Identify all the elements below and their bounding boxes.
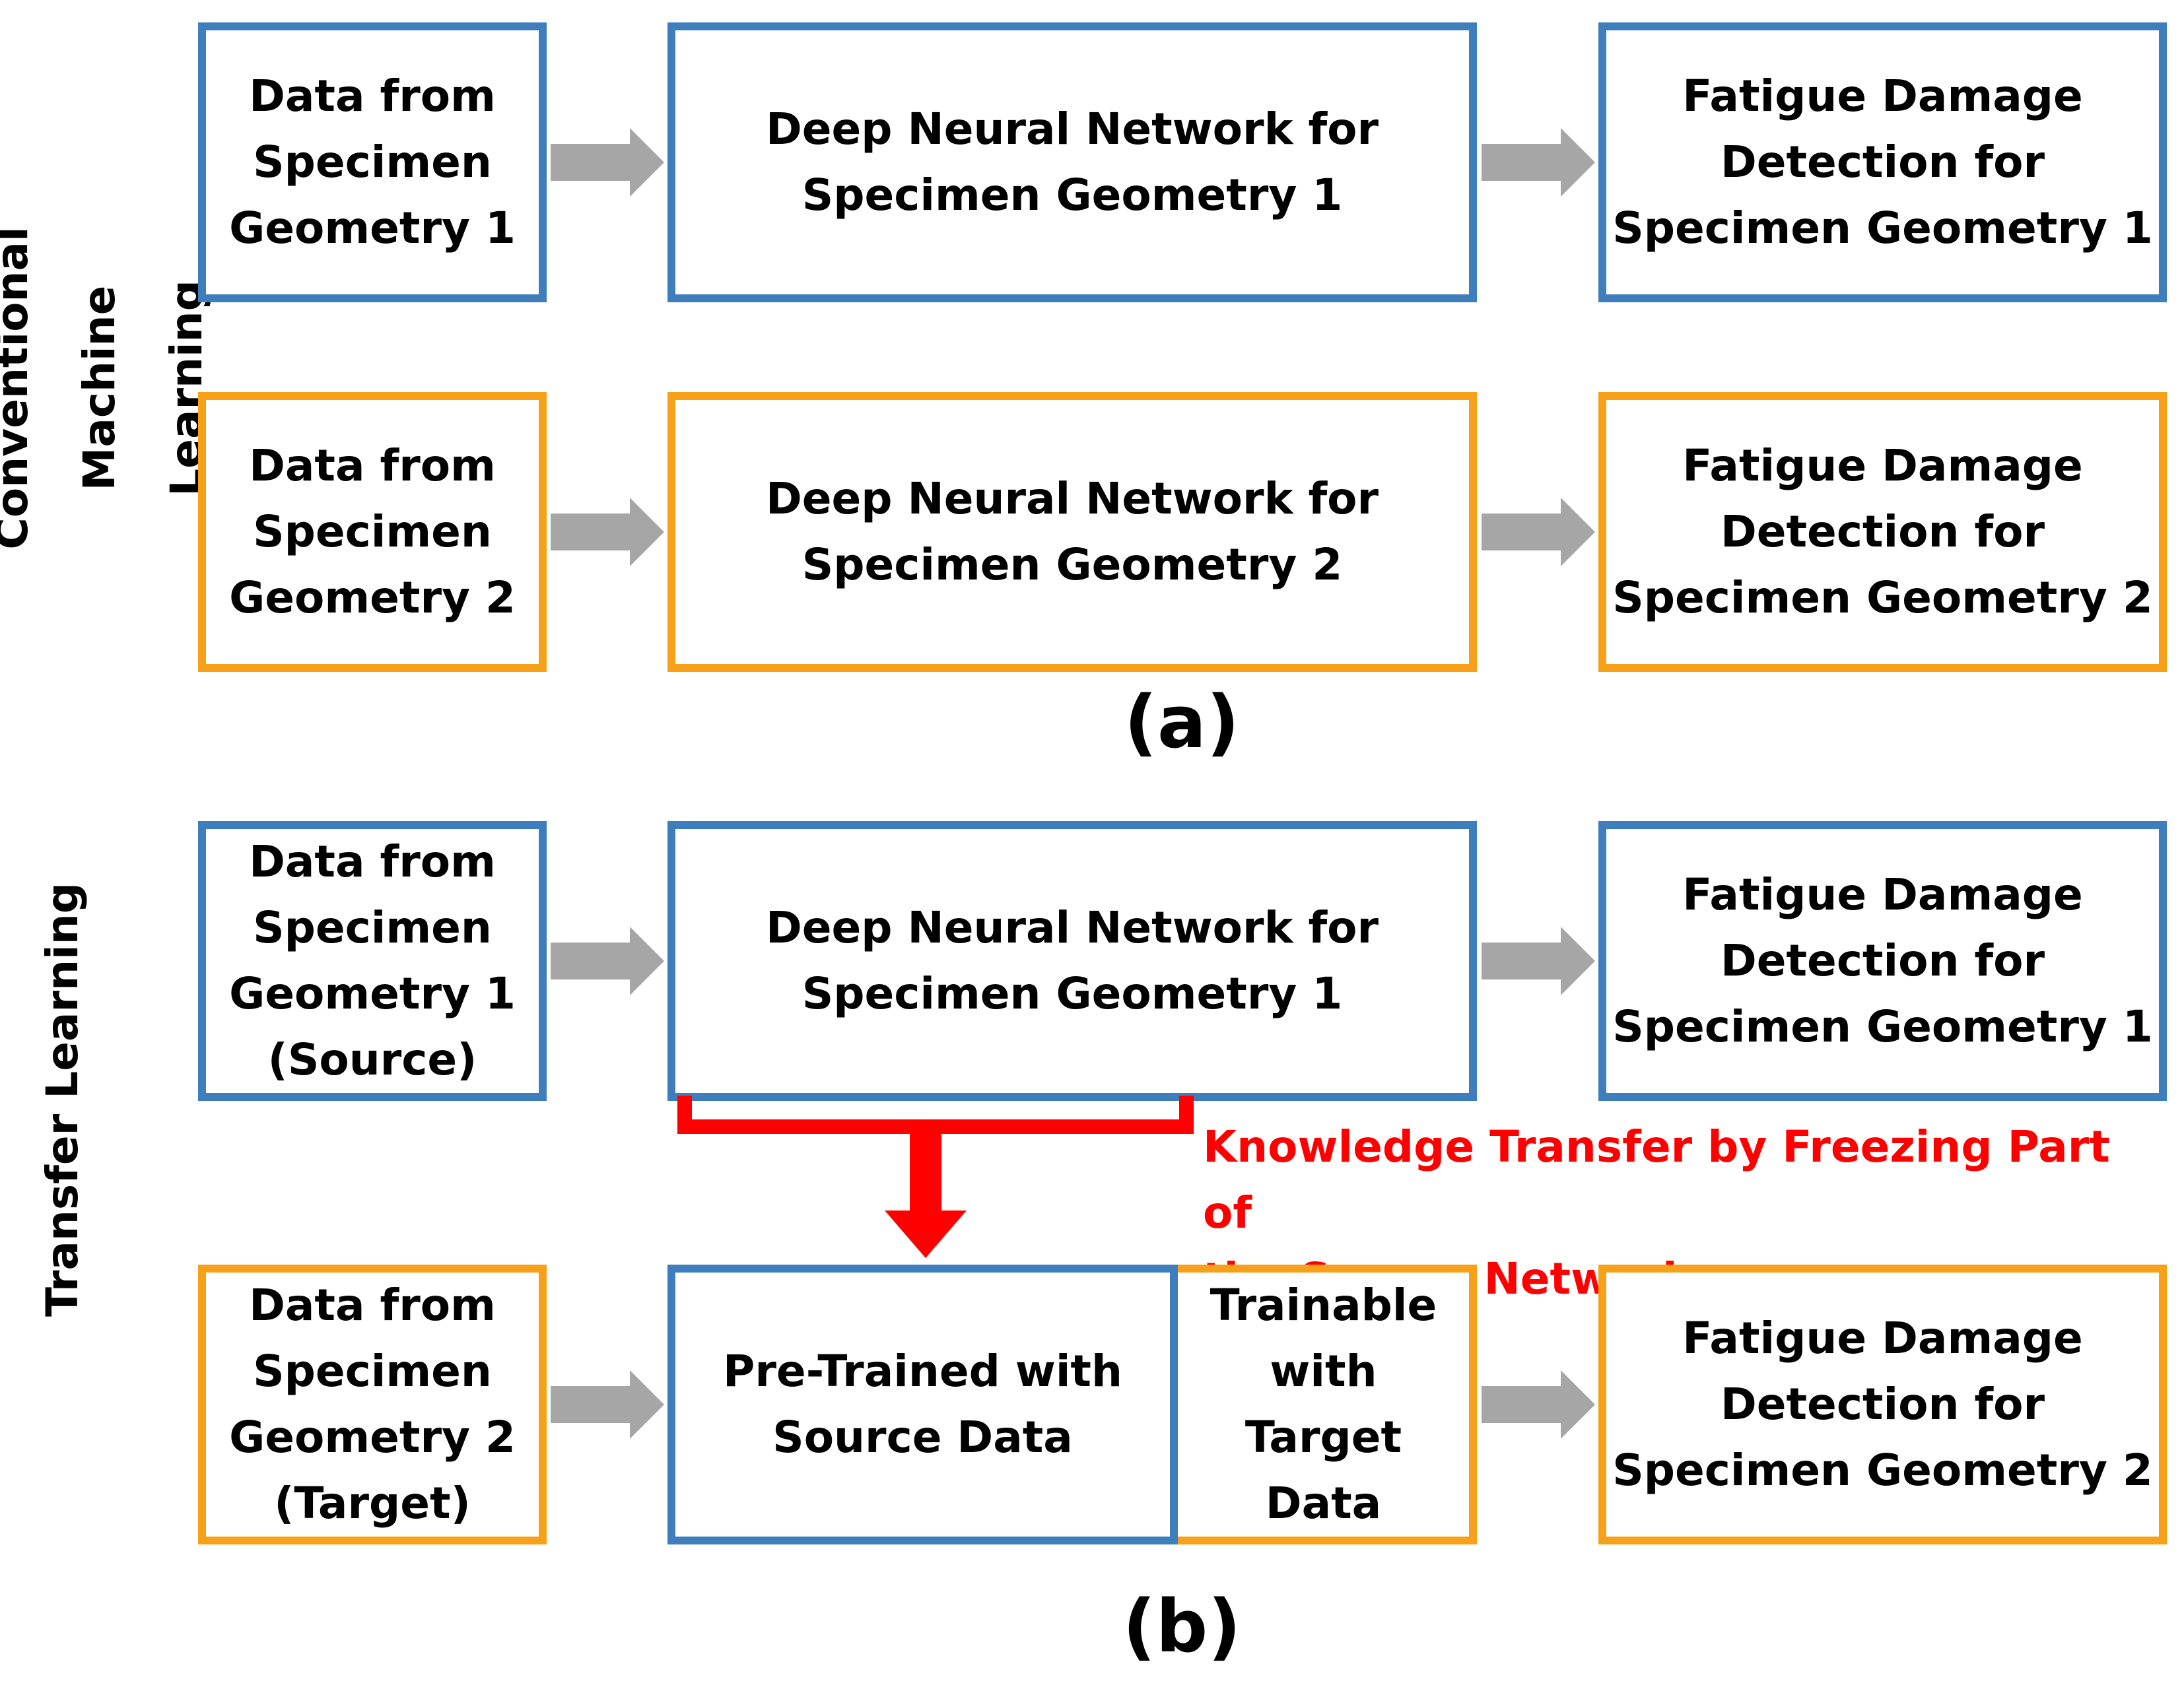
a-row1-data-text: Data from Specimen Geometry 1 bbox=[229, 71, 516, 253]
b-row1-network-text: Deep Neural Network for Specimen Geometr… bbox=[765, 902, 1379, 1019]
b-row1-data-text: Data from Specimen Geometry 1 (Source) bbox=[229, 836, 516, 1085]
knowledge-transfer-bracket-arrow bbox=[677, 1096, 1194, 1258]
arrow-b-row2-data-to-network bbox=[551, 1370, 664, 1439]
b-row2-output-text: Fatigue Damage Detection for Specimen Ge… bbox=[1612, 1313, 2153, 1496]
a-row2-data-text: Data from Specimen Geometry 2 bbox=[229, 440, 516, 623]
arrow-a-row1-data-to-network bbox=[551, 128, 664, 197]
a-row2-data-box: Data from Specimen Geometry 2 bbox=[198, 392, 547, 672]
a-row1-output-text: Fatigue Damage Detection for Specimen Ge… bbox=[1612, 71, 2153, 253]
a-row1-network-box: Deep Neural Network for Specimen Geometr… bbox=[667, 22, 1477, 302]
b-row2-pretrained-text: Pre-Trained with Source Data bbox=[723, 1346, 1122, 1463]
a-row2-output-text: Fatigue Damage Detection for Specimen Ge… bbox=[1612, 440, 2153, 623]
a-row1-output-box: Fatigue Damage Detection for Specimen Ge… bbox=[1598, 22, 2167, 302]
a-row2-output-box: Fatigue Damage Detection for Specimen Ge… bbox=[1598, 392, 2167, 672]
arrow-a-row2-data-to-network bbox=[551, 498, 664, 566]
arrow-b-row1-network-to-output bbox=[1482, 927, 1595, 995]
panel-label-b: (b) bbox=[1122, 1584, 1241, 1669]
section-b-side-label: Transfer Learning bbox=[37, 882, 88, 1317]
a-row2-network-text: Deep Neural Network for Specimen Geometr… bbox=[765, 473, 1379, 590]
a-row1-network-text: Deep Neural Network for Specimen Geometr… bbox=[765, 104, 1379, 220]
a-row2-network-box: Deep Neural Network for Specimen Geometr… bbox=[667, 392, 1477, 672]
b-row2-trainable-box: Trainable with Target Data bbox=[1170, 1265, 1477, 1544]
arrow-b-row2-network-to-output bbox=[1482, 1370, 1595, 1439]
b-row1-data-box: Data from Specimen Geometry 1 (Source) bbox=[198, 821, 547, 1101]
b-row2-output-box: Fatigue Damage Detection for Specimen Ge… bbox=[1598, 1265, 2167, 1544]
b-row1-network-box: Deep Neural Network for Specimen Geometr… bbox=[667, 821, 1477, 1101]
b-row2-pretrained-box: Pre-Trained with Source Data bbox=[667, 1265, 1178, 1544]
arrow-a-row1-network-to-output bbox=[1482, 128, 1595, 197]
b-row2-data-text: Data from Specimen Geometry 2 (Target) bbox=[229, 1280, 516, 1529]
a-row1-data-box: Data from Specimen Geometry 1 bbox=[198, 22, 547, 302]
b-row2-trainable-text: Trainable with Target Data bbox=[1210, 1280, 1437, 1529]
b-row1-output-text: Fatigue Damage Detection for Specimen Ge… bbox=[1612, 869, 2153, 1052]
panel-label-a: (a) bbox=[1124, 680, 1240, 764]
b-row2-data-box: Data from Specimen Geometry 2 (Target) bbox=[198, 1265, 547, 1544]
arrow-a-row2-network-to-output bbox=[1482, 498, 1595, 566]
arrow-b-row1-data-to-network bbox=[551, 927, 664, 995]
knowledge-transfer-note: Knowledge Transfer by Freezing Part of t… bbox=[1203, 1121, 2110, 1304]
section-a-side-label: Conventional Machine Learning bbox=[0, 226, 212, 550]
b-row1-output-box: Fatigue Damage Detection for Specimen Ge… bbox=[1598, 821, 2167, 1101]
